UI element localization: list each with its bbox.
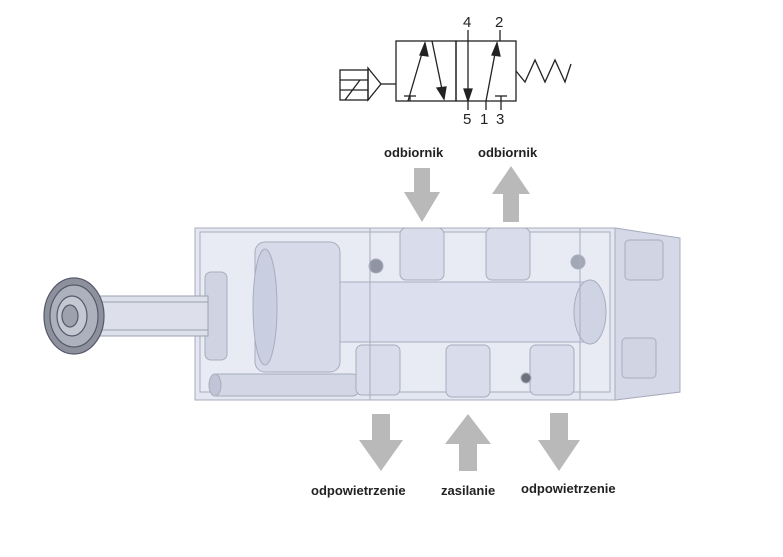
solenoid-actuator-icon bbox=[339, 66, 396, 102]
port-1-fitting bbox=[445, 344, 491, 398]
label-odbiornik-right: odbiornik bbox=[478, 145, 538, 160]
arrow-down-exhaust-right-icon bbox=[538, 413, 580, 471]
actuator-shaft bbox=[97, 295, 209, 337]
port-label-2: 2 bbox=[495, 14, 503, 31]
label-odpowietrzenie-right: odpowietrzenie bbox=[521, 481, 616, 496]
arrow-down-exhaust-left-icon bbox=[359, 414, 403, 471]
actuator-knob-icon bbox=[43, 277, 105, 355]
port-label-3: 3 bbox=[496, 111, 504, 128]
label-odpowietrzenie-left: odpowietrzenie bbox=[311, 483, 406, 498]
port-label-5: 5 bbox=[463, 111, 471, 128]
valve-body bbox=[194, 227, 681, 401]
port-4-fitting bbox=[399, 227, 445, 281]
spring-icon bbox=[515, 58, 572, 84]
port-label-1: 1 bbox=[480, 111, 488, 128]
valve-symbol bbox=[339, 30, 572, 110]
arrow-up-supply-icon bbox=[445, 414, 491, 471]
port-2-fitting bbox=[485, 227, 531, 281]
port-label-4: 4 bbox=[463, 14, 471, 31]
port-3-fitting bbox=[529, 344, 575, 396]
arrow-up-odbiornik-icon bbox=[492, 166, 530, 222]
label-odbiornik-left: odbiornik bbox=[384, 145, 444, 160]
arrow-down-odbiornik-icon bbox=[404, 168, 440, 222]
label-zasilanie: zasilanie bbox=[441, 483, 495, 498]
port-5-fitting bbox=[355, 344, 401, 396]
